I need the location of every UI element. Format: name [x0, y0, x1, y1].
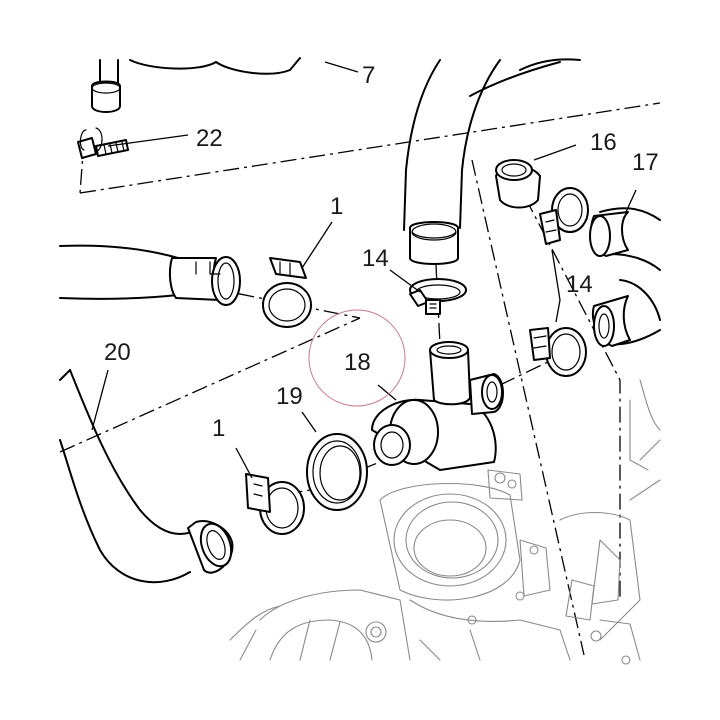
callout-19: 19 — [276, 383, 303, 410]
clamp-14-right-lower — [529, 249, 587, 377]
engine-block — [229, 379, 661, 665]
highlight-circle-18 — [308, 309, 406, 407]
axis-line-right-diag — [471, 159, 585, 656]
hose-center-upper — [403, 58, 581, 265]
callout-labels: 7 22 16 17 1 14 14 20 18 19 1 — [104, 62, 659, 442]
callout-16: 16 — [590, 129, 617, 156]
axis-line-to-right — [499, 359, 553, 386]
callout-7: 7 — [362, 62, 375, 89]
callout-17: 17 — [632, 149, 659, 176]
clamp-14-center — [389, 269, 467, 315]
callout-20: 20 — [104, 339, 131, 366]
axis-line-top — [79, 102, 661, 194]
assembly-axis-lines — [59, 102, 661, 656]
hose-connector-16 — [495, 144, 577, 209]
hose-7 — [91, 57, 359, 113]
thermostat-housing-18 — [371, 341, 504, 471]
clamp-14-right-upper — [539, 187, 589, 245]
callout-14-right: 14 — [566, 271, 593, 298]
callout-14-center: 14 — [362, 245, 389, 272]
clamp-1-lower — [235, 447, 305, 535]
clamp-1-upper — [262, 221, 333, 328]
axis-line-right-diag-2 — [511, 171, 621, 600]
callout-1-lower: 1 — [212, 415, 225, 442]
hose-20 — [59, 244, 241, 584]
axis-line-mid — [59, 317, 361, 453]
hose-17 — [589, 189, 661, 347]
callout-1-upper: 1 — [330, 193, 343, 220]
axis-line-upper-left — [209, 287, 361, 319]
seal-19 — [301, 411, 368, 511]
bolt-22 — [77, 127, 189, 159]
callout-22: 22 — [196, 125, 223, 152]
callout-18: 18 — [344, 349, 371, 376]
